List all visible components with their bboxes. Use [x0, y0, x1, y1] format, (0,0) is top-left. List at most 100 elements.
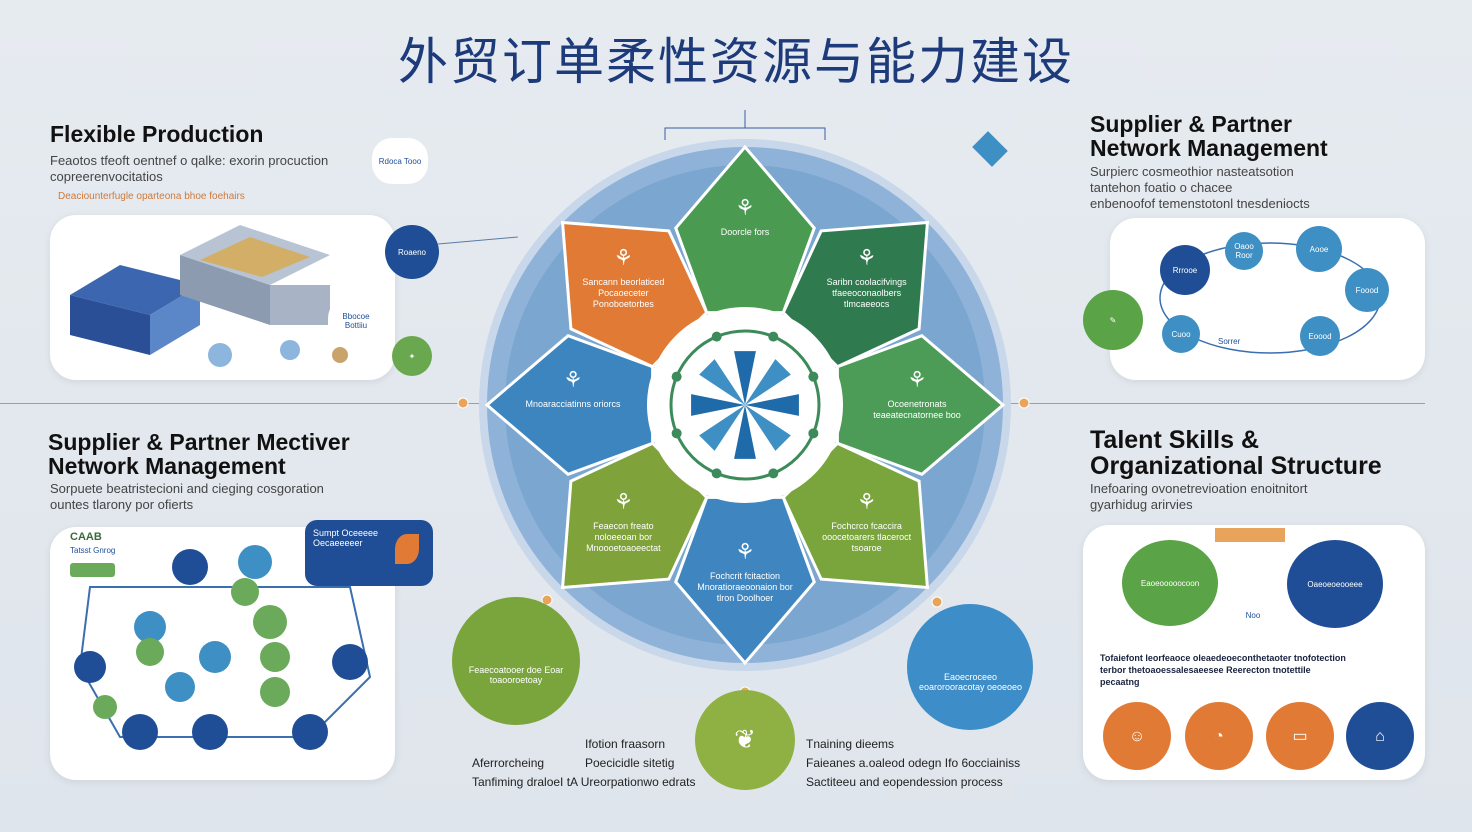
star-ray	[699, 405, 745, 451]
bottom-left-circle[interactable]	[452, 597, 580, 725]
desc-line: Feaotos tfeoft oentnef o qalke: exorin p…	[50, 153, 329, 168]
star-ray	[734, 405, 756, 459]
panel-icon: ⚘	[613, 245, 634, 271]
supplier-info-text: Sumpt Oceeeee Oecaeeeeer	[313, 528, 379, 548]
network-node[interactable]: Eoood	[1300, 316, 1340, 356]
heading-line: Supplier & Partner Mectiver	[48, 429, 350, 455]
ring-dot	[808, 428, 819, 439]
bottom-left-circle-label: Feaecoatooer doe Eoar toaooroetoay	[468, 665, 564, 685]
tree-icon: ❦	[734, 724, 756, 754]
desc-line: gyarhidug arirvies	[1090, 497, 1193, 512]
body-line: terbor thetoaoessalesaeesee Reerecton tn…	[1100, 665, 1311, 675]
panel-label: Fochcrco fcaccira ooocetoarers tlaceroct…	[822, 520, 912, 553]
panel-icon: ⚘	[735, 539, 755, 564]
flex-node-1[interactable]: Roaeno	[385, 225, 439, 279]
bottom-right-circle[interactable]	[907, 604, 1033, 730]
connector-dot	[1018, 397, 1030, 409]
network-node[interactable]: Foood	[1345, 268, 1389, 312]
talent-icon-4[interactable]: ⌂	[1346, 702, 1414, 770]
network-node[interactable]: ✎	[1083, 290, 1143, 350]
bottom-text: Poecicidle sitetig	[585, 756, 675, 770]
ring-dot	[671, 428, 682, 439]
network-node[interactable]: Oaoo Roor	[1225, 232, 1263, 270]
factory-illustration	[70, 225, 348, 367]
bottom-text: Faieanes a.oaleod odegn Ifo 6occiainiss	[806, 756, 1021, 770]
desc-line: Surpierc cosmeothior nasteatsotion	[1090, 164, 1294, 179]
heading-line: Talent Skills &	[1090, 426, 1260, 454]
star-ray	[745, 394, 799, 416]
network-badge: CAAB	[70, 531, 102, 543]
panel-icon: ⚘	[907, 367, 927, 392]
network-node[interactable]: Cuoo	[1162, 315, 1200, 353]
panel-label: Doorcle fors	[720, 227, 770, 237]
desc-line: copreerenvocitatios	[50, 169, 163, 184]
star-ray	[745, 405, 791, 451]
bottom-text: Ifotion fraasorn	[585, 737, 666, 751]
connector-dot	[541, 594, 553, 606]
flexible-production-note: Deaciounterfugle oparteona bhoe foehairs	[58, 191, 245, 202]
panel-label: Sancann beorlaticed Pocaoeceter Ponoboet…	[582, 277, 665, 310]
ring-dot	[808, 371, 819, 382]
panel-label: Feaecon freato noloeeoan bor Mnoooetoaoe…	[586, 520, 661, 553]
flex-cloud-node[interactable]: Rdoca Tooo	[372, 138, 428, 184]
network-label: Sorrer	[1218, 337, 1241, 346]
flex-cloud-node-2[interactable]: Bbocoe Bottiiu	[328, 298, 384, 344]
heading-line: Supplier & Partner	[1090, 111, 1292, 137]
panel-label: Mnoaracciatinns oriorcs	[525, 399, 621, 409]
ring-dot	[768, 468, 779, 479]
ring-dot	[711, 468, 722, 479]
top-connector	[664, 110, 826, 140]
ring-dot	[671, 371, 682, 382]
heading-line: Network Management	[48, 453, 286, 479]
connector-dot	[457, 397, 469, 409]
star-ray	[699, 359, 745, 405]
heading-line: Network Management	[1090, 135, 1328, 161]
bottom-text: Aferrorcheing	[472, 756, 545, 770]
network-node[interactable]: Rrrooe	[1160, 245, 1210, 295]
panel-label: Ocoenetronats teaeatecnatornee boo	[873, 399, 961, 420]
heading-line: Organizational Structure	[1090, 452, 1382, 480]
desc-line: ountes tlarony por ofierts	[50, 497, 194, 512]
supplier-info-card[interactable]: Sumpt Oceeeee Oecaeeeeer	[305, 520, 433, 586]
page-title: 外贸订单柔性资源与能力建设	[398, 33, 1074, 91]
network-node[interactable]: Aooe	[1296, 226, 1342, 272]
flexible-production-desc: Feaotos tfeoft oentnef o qalke: exorin p…	[50, 153, 328, 185]
desc-line: tantehon foatio o chacee	[1090, 180, 1233, 195]
hub-ring	[669, 329, 821, 481]
talent-heading: Talent Skills &Organizational Structure	[1090, 427, 1382, 479]
talent-icon-1[interactable]: ☺	[1103, 702, 1171, 770]
ring-dot	[768, 331, 779, 342]
star-ray	[691, 394, 745, 416]
star-ray	[745, 359, 791, 405]
bottom-center-circle[interactable]	[695, 690, 795, 790]
compass-star-icon	[671, 331, 819, 479]
talent-icon-3[interactable]: ▭	[1266, 702, 1334, 770]
org-header-bar	[1215, 528, 1285, 542]
talent-node-green[interactable]: Eaoeooooocoon	[1122, 540, 1218, 626]
network-card-label: Tatsst Gnrog	[70, 546, 116, 555]
connector-dot	[931, 596, 943, 608]
bottom-text: Tnaining dieems	[806, 737, 895, 751]
bottom-right-circle-label: Eaoecroceeo eoarorooracotay oeoeoeo	[918, 672, 1023, 692]
body-line: Tofaiefont leorfeaoce oleaedeoeconthetao…	[1100, 653, 1346, 663]
desc-line: enbenoofof temenstotonl tnesdeniocts	[1090, 196, 1310, 211]
leaf-icon: ✦	[392, 336, 432, 376]
panel-icon: ⚘	[856, 245, 877, 271]
talent-connector-label: Noo	[1245, 610, 1261, 620]
talent-icon-2[interactable]: ◔	[1185, 702, 1253, 770]
desc-line: Sorpuete beatristecioni and cieging cosg…	[50, 481, 324, 496]
panel-icon: ⚘	[735, 195, 755, 220]
panel-icon: ⚘	[563, 367, 583, 392]
flexible-production-card	[50, 215, 395, 380]
bottom-text: Sactiteeu and eopendession process	[806, 775, 1003, 789]
talent-node-question[interactable]: Oaeoeoeooeee	[1287, 540, 1383, 628]
bottom-text: Tanfiming draloeI tA Ureorpationwo edrat…	[472, 775, 696, 789]
panel-label: Saribn coolacifvings tfaeeoconaolbers tl…	[826, 277, 907, 310]
flexible-production-heading: Flexible Production	[50, 121, 264, 147]
network-diagram	[70, 545, 372, 750]
